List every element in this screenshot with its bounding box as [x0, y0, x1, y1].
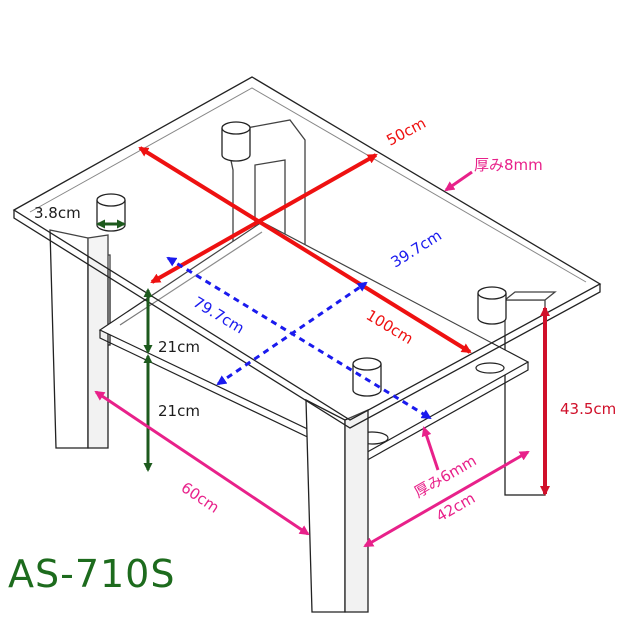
- label-height: 43.5cm: [560, 400, 616, 418]
- dim-inner-blue: [166, 256, 432, 420]
- pointer-glass-top: [444, 170, 473, 192]
- post-right: [477, 286, 507, 325]
- dim-magenta: [94, 170, 530, 548]
- label-glass-top-thickness: 厚み8mm: [474, 156, 543, 174]
- label-upper-gap: 21cm: [158, 338, 200, 356]
- model-name: AS-710S: [8, 552, 176, 596]
- dim-base-depth-line: [363, 450, 530, 548]
- pointer-glass-shelf: [421, 426, 440, 471]
- dim-base-width-line: [94, 390, 310, 536]
- dim-39-7cm-line: [216, 281, 368, 386]
- label-base-width: 60cm: [178, 478, 223, 516]
- dim-79-7cm-line: [166, 256, 432, 420]
- label-post-diameter: 3.8cm: [34, 204, 81, 222]
- post-front: [352, 357, 382, 397]
- label-top-depth: 50cm: [383, 114, 428, 150]
- front-right-leg: [305, 398, 369, 613]
- label-lower-gap: 21cm: [158, 402, 200, 420]
- post-back: [221, 121, 251, 162]
